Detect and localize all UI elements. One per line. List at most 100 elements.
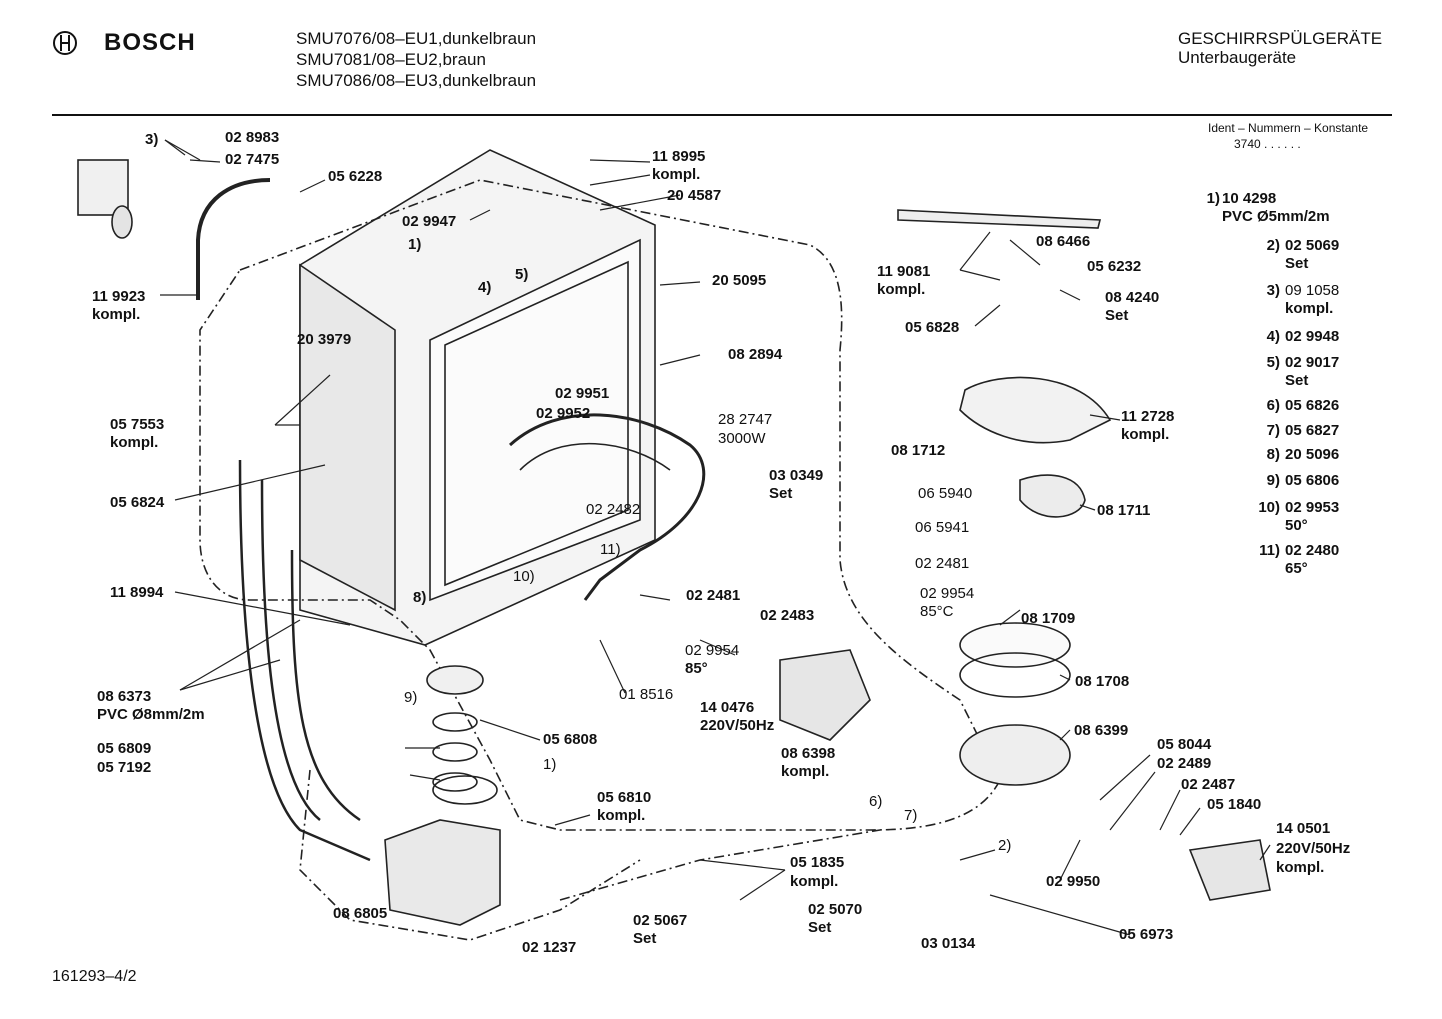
label-051840: 05 1840 [1207,796,1262,813]
label-051835: 05 1835 [790,854,845,871]
label-081709: 08 1709 [1021,610,1076,627]
label-029951: 02 9951 [555,385,610,402]
legend-desc: kompl. [1285,300,1334,317]
label-kompl-b: kompl. [652,166,701,183]
label-3: 3) [145,131,159,148]
label-021237: 02 1237 [522,939,577,956]
label-058044: 05 8044 [1157,736,1212,753]
label-057192: 05 7192 [97,759,152,776]
legend-desc: PVC Ø5mm/2m [1222,208,1330,225]
label-7: 7) [904,807,918,824]
legend-key: 8) [1266,446,1280,463]
label-85a: 85° [685,660,708,677]
label-065940: 06 5940 [918,485,973,502]
legend-part: 20 5096 [1285,446,1340,463]
label-140476: 14 0476 [700,699,755,716]
label-282747: 28 2747 [718,411,773,428]
label-056232: 05 6232 [1087,258,1142,275]
label-220v-b: 220V/50Hz [1276,840,1351,857]
label-220v-a: 220V/50Hz [700,717,775,734]
legend-key: 10) [1258,499,1280,516]
label-022481b: 02 2481 [915,555,970,572]
label-9: 9) [404,689,418,706]
label-6: 6) [869,793,883,810]
filter-basket [959,376,1112,444]
legend-part: 02 9017 [1285,354,1340,371]
label-029950: 02 9950 [1046,873,1101,890]
label-029954a: 02 9954 [685,642,740,659]
label-4: 4) [478,279,492,296]
label-030349: 03 0349 [769,467,824,484]
legend-key: 2) [1266,237,1280,254]
label-022489: 02 2489 [1157,755,1212,772]
label-018516: 01 8516 [619,686,674,703]
label-086399: 08 6399 [1074,722,1129,739]
label-5: 5) [515,266,529,283]
label-030134: 03 0134 [921,935,976,952]
label-029947: 02 9947 [402,213,457,230]
label-086398: 08 6398 [781,745,836,762]
hose-left-1 [238,459,371,862]
label-084240: 08 4240 [1105,289,1160,306]
water-softener [384,819,501,926]
legend-key: 5) [1266,354,1280,371]
label-086373: 08 6373 [97,688,152,705]
label-056824: 05 6824 [110,494,165,511]
tub-front-frame [299,263,396,612]
label-057553: 05 7553 [110,416,165,433]
bosch-logo [52,30,78,61]
label-kompl-e: kompl. [597,807,646,824]
label-1b: 1) [543,756,557,773]
label-086805: 08 6805 [333,905,388,922]
legend-key: 9) [1266,472,1280,489]
label-022482: 02 2482 [586,501,641,518]
model-line-1: SMU7076/08–EU1,dunkelbraun [296,29,537,48]
label-056228: 05 6228 [328,168,383,185]
label-022483: 02 2483 [760,607,815,624]
label-3000w: 3000W [718,430,766,447]
label-10: 10) [513,568,535,585]
label-056808: 05 6808 [543,731,598,748]
legend-part: 02 9948 [1285,328,1340,345]
doc-number: 161293–4/2 [52,968,137,985]
label-set-d: Set [1105,307,1129,324]
label-119923: 11 9923 [92,288,146,305]
legend-part: 02 9953 [1285,499,1340,516]
ident-value: 3740 . . . . . . [1234,137,1301,151]
tub-door-opening [429,238,641,602]
legend-desc: Set [1285,255,1309,272]
label-025070: 02 5070 [808,901,863,918]
label-kompl-f: kompl. [790,873,839,890]
label-kompl-i: kompl. [877,281,926,298]
legend-key: 6) [1266,397,1280,414]
legend-key: 1) [1206,190,1220,207]
label-029954b: 02 9954 [920,585,975,602]
label-022487: 02 2487 [1181,776,1236,793]
drain-pump [1188,839,1271,901]
legend-part: 05 6827 [1285,422,1340,439]
label-kompl-h: kompl. [1121,426,1170,443]
label-082894: 08 2894 [728,346,783,363]
label-203979: 20 3979 [297,331,352,348]
top-spray-arm [897,209,1102,229]
sump [959,724,1071,786]
label-119081: 11 9081 [877,263,931,280]
label-118995: 11 8995 [652,148,706,165]
legend-key: 4) [1266,328,1280,345]
subcategory-title: Unterbaugeräte [1178,48,1297,67]
legend-desc: 65° [1285,560,1308,577]
label-081712: 08 1712 [891,442,946,459]
label-056810: 05 6810 [597,789,652,806]
legend-part: 10 4298 [1222,190,1277,207]
legend-part: 05 6806 [1285,472,1340,489]
label-85c: 85°C [920,603,954,620]
model-line-2: SMU7081/08–EU2,braun [296,50,486,69]
label-140501: 14 0501 [1276,820,1331,837]
label-081708: 08 1708 [1075,673,1130,690]
label-025067: 02 5067 [633,912,688,929]
legend-part: 02 5069 [1285,237,1340,254]
label-081711: 08 1711 [1097,502,1151,519]
label-set-c: Set [808,919,832,936]
legend-key: 3) [1266,282,1280,299]
